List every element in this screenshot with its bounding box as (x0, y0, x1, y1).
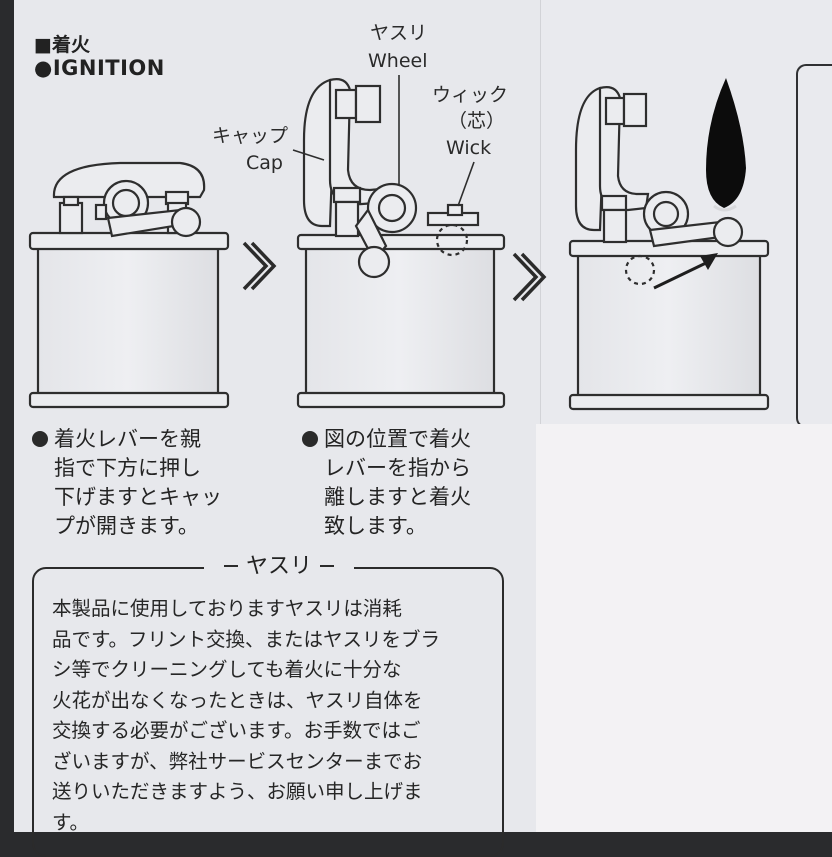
step-1: 着火レバーを親 指で下方に押し 下げますとキャッ プが開きます。 (32, 425, 222, 541)
label-wick-jp: ウィック (432, 84, 509, 106)
label-cap-en: Cap (246, 152, 283, 174)
step-2: 図の位置で着火 レバーを指から 離しますと着火 致します。 (302, 425, 471, 541)
label-file-jp: ヤスリ (370, 22, 428, 44)
flame (706, 78, 746, 208)
arrow-right-icon (512, 252, 547, 302)
label-cap-jp: キャップ (212, 125, 289, 147)
label-file-en: Wheel (368, 50, 428, 72)
lighter-closed (28, 161, 230, 409)
arrow-right-icon (242, 241, 277, 291)
lighter-lit (568, 86, 770, 411)
file-note-body: 本製品に使用しておりますヤスリは消耗 品です。フリント交換、またはヤスリをブラ … (52, 597, 441, 834)
lighter-open (296, 78, 506, 409)
file-note-title: ヤスリ (204, 552, 355, 582)
bullet-icon (302, 431, 318, 447)
bullet-icon (32, 431, 48, 447)
ignition-illustration (28, 75, 770, 411)
label-wick-kanji: （芯） (448, 110, 506, 132)
section-title-jp: ■着火 (34, 34, 90, 56)
section-title-en: ●IGNITION (34, 56, 165, 80)
blank-area (536, 424, 832, 832)
label-wick-en: Wick (446, 137, 492, 159)
